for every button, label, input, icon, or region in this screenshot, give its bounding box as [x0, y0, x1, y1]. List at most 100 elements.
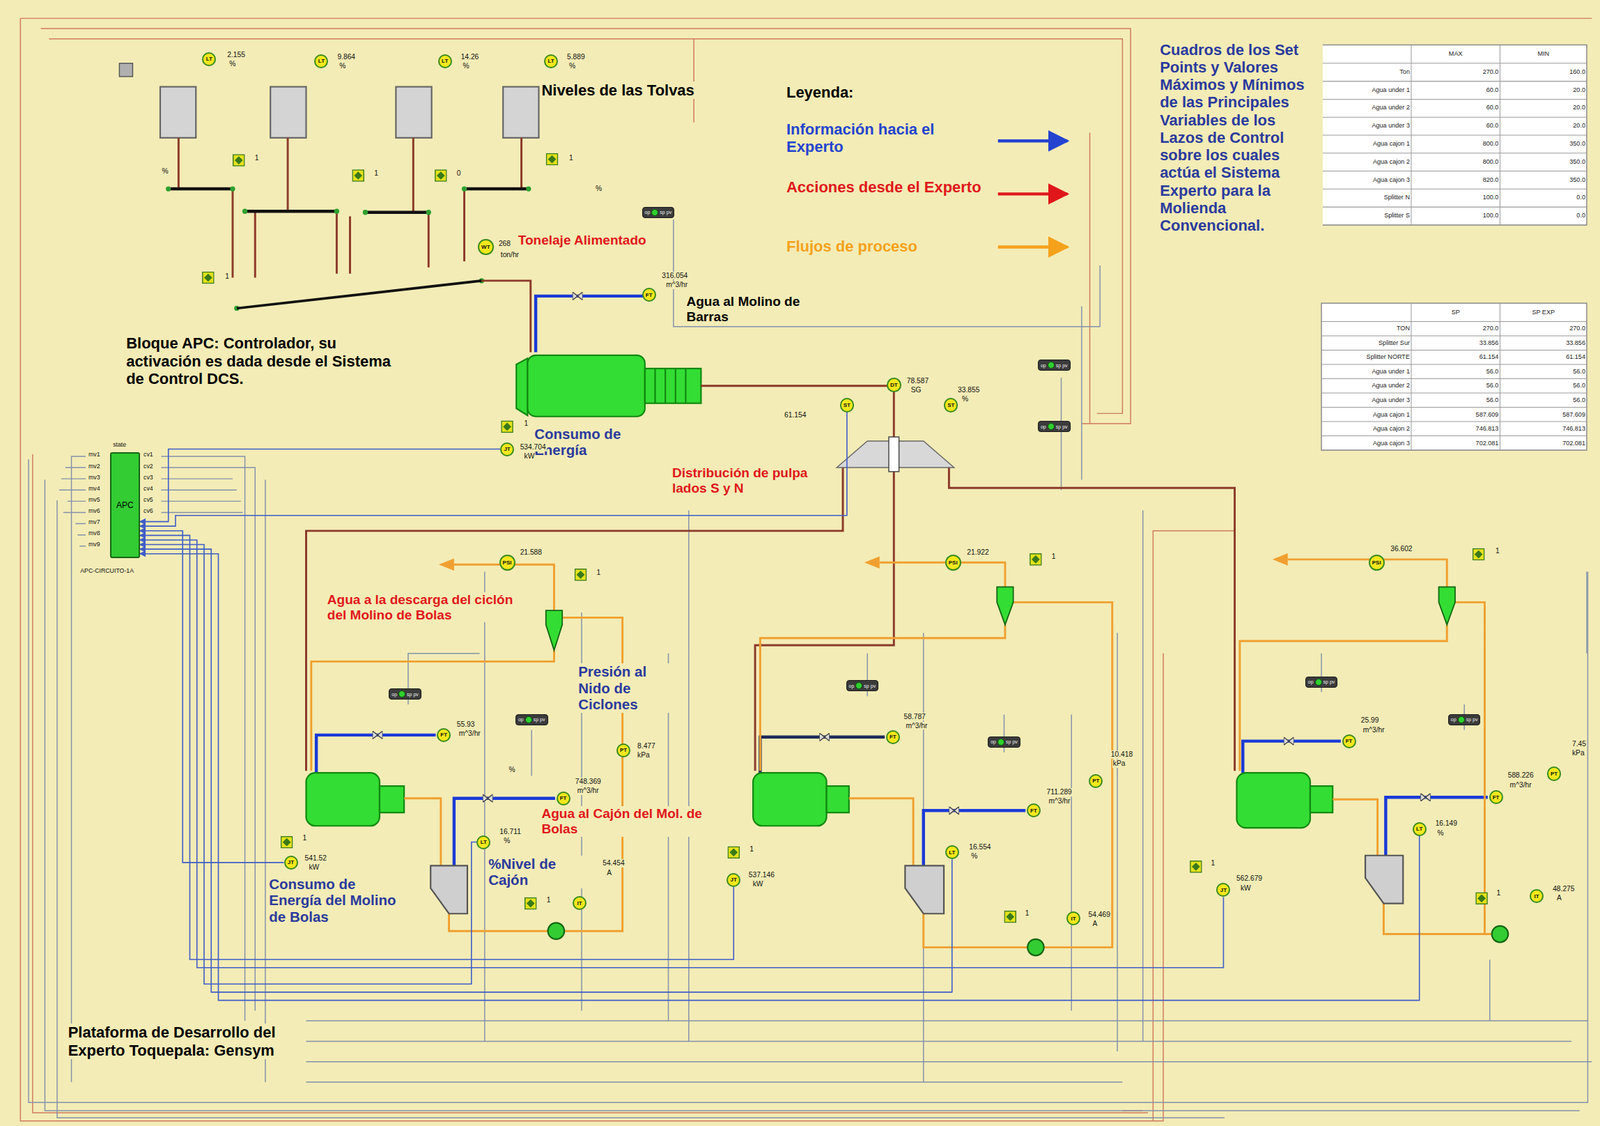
table-cell: Agua cajon 3 — [1321, 171, 1412, 190]
table-cell: 270.0 — [1411, 63, 1500, 82]
feeder — [242, 208, 248, 214]
instrument-tag: PSI — [948, 559, 958, 566]
table-cell: 350.0 — [1499, 171, 1587, 190]
water-pipe — [923, 810, 1026, 866]
instrument-tag: IT — [1534, 892, 1540, 900]
valve — [948, 805, 960, 815]
value-readout: 1 — [373, 169, 379, 178]
window-icon — [119, 63, 133, 77]
table-grid — [1321, 303, 1587, 450]
ball-mill — [826, 785, 850, 813]
controller-tag: op — [518, 716, 524, 722]
table-cell: 33.856 — [1411, 335, 1500, 351]
table-cell: 270.0 — [1499, 321, 1587, 336]
feeder — [426, 209, 432, 215]
instrument-bubble: LT — [476, 835, 491, 850]
signal-connector — [140, 548, 953, 992]
legend-text: Acciones desde el Experto — [785, 178, 995, 196]
instrument-tag: JT — [287, 858, 294, 866]
table-grid — [1321, 80, 1587, 82]
signal-name: mv4 — [87, 484, 102, 492]
table-cell: Agua under 3 — [1321, 392, 1412, 408]
signal-connector — [140, 553, 1420, 1001]
instrument-bubble: PT — [1547, 766, 1561, 781]
signal-name: mv9 — [87, 540, 102, 548]
instrument-tag: LT — [547, 57, 554, 65]
instrument-tag: FT — [645, 291, 653, 299]
instrument-bubble: FT — [1489, 789, 1504, 804]
value-readout: % — [970, 851, 978, 861]
controller-tag: op — [849, 683, 855, 689]
table-cell: 20.0 — [1499, 117, 1587, 136]
table-cell: 350.0 — [1499, 153, 1587, 172]
sump — [430, 855, 1403, 914]
table-grid — [1321, 449, 1587, 451]
feeder — [525, 185, 531, 191]
signal-name: mv3 — [87, 473, 102, 481]
feeder — [461, 185, 467, 191]
signal-name: state — [112, 440, 127, 448]
value-readout: % — [594, 184, 603, 193]
value-readout: 534.704 — [519, 443, 547, 452]
controller-icon: opsppv — [987, 736, 1021, 748]
status-icon — [727, 846, 740, 858]
value-readout: kW — [752, 879, 765, 889]
table-grid — [1321, 224, 1587, 225]
ball-mill — [752, 772, 827, 826]
table-cell: 587.609 — [1499, 407, 1587, 423]
instrument-tag: FT — [440, 731, 448, 738]
instrument-bubble: WT — [477, 238, 494, 255]
controller-lamp — [651, 208, 659, 216]
callout-text: %Nivel de Cajón — [487, 855, 585, 889]
controller-tag: pv — [1329, 679, 1335, 685]
ball-mill — [1310, 785, 1333, 813]
table-cell: 60.0 — [1411, 117, 1500, 136]
instrument-bubble: LT — [1412, 821, 1427, 836]
signal-line — [305, 1020, 1592, 1082]
instrument-tag: JT — [503, 445, 510, 453]
ball-mill — [305, 772, 379, 826]
table-cell: SP EXP — [1499, 303, 1587, 322]
pump — [548, 922, 1509, 955]
table-grid — [1321, 406, 1587, 408]
signal-name: mv6 — [87, 507, 102, 515]
water-pipe — [535, 296, 650, 353]
table-cell: Agua cajon 1 — [1321, 135, 1412, 154]
table-grid — [1321, 349, 1587, 351]
value-readout: % — [961, 394, 969, 404]
instrument-tag: PT — [619, 746, 627, 753]
table-cell: 702.081 — [1499, 436, 1587, 451]
value-readout: 562.679 — [1235, 874, 1263, 883]
controller-icon: opsppv — [1448, 713, 1481, 726]
cyclone — [996, 586, 1013, 625]
value-readout: 537.146 — [748, 870, 776, 880]
table-cell: 56.0 — [1499, 392, 1587, 408]
value-readout: A — [1556, 893, 1563, 903]
status-icon — [281, 836, 293, 848]
controller-tag: op — [391, 691, 398, 697]
value-readout: % — [1437, 828, 1445, 838]
instrument-tag: FT — [1492, 794, 1500, 801]
table-cell: Agua cajon 1 — [1321, 407, 1412, 423]
table-cell: Agua under 1 — [1321, 364, 1412, 379]
signal-connector — [140, 534, 735, 960]
status-icon — [435, 169, 447, 182]
instrument-bubble: PT — [616, 743, 631, 758]
value-readout: 8.477 — [636, 741, 657, 751]
status-icon — [1004, 911, 1016, 923]
status-icon — [1030, 553, 1042, 565]
value-readout: 16.554 — [968, 842, 992, 852]
controller-tag: op — [1308, 679, 1314, 685]
value-readout: 10.418 — [1110, 750, 1134, 759]
signal-name: cv3 — [142, 473, 154, 481]
cyclone — [1439, 586, 1456, 625]
table-cell: Splitter NORTE — [1321, 349, 1412, 365]
controller-tag: sp — [533, 716, 539, 722]
value-readout: 1 — [1209, 858, 1216, 868]
hopper — [502, 87, 539, 138]
value-readout: 14.26 — [460, 52, 480, 62]
value-readout: % — [338, 61, 347, 71]
value-readout: 16.711 — [498, 827, 522, 836]
table-cell: 702.081 — [1411, 436, 1500, 451]
